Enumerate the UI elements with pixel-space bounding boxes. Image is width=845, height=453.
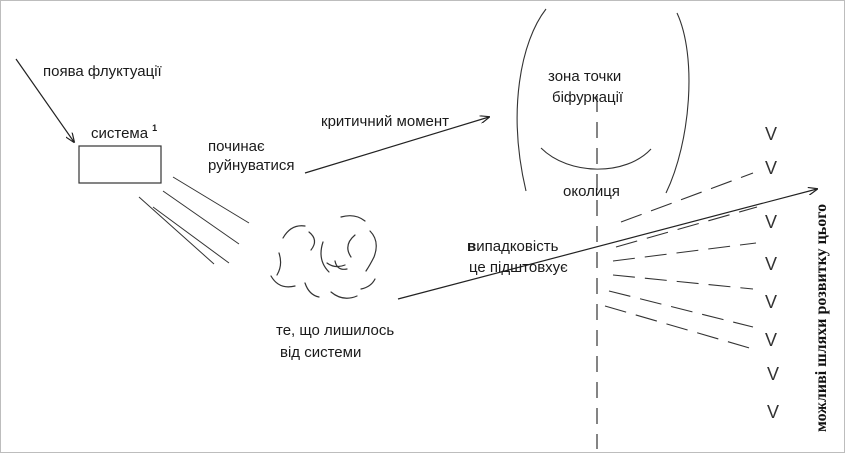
pushes-label: це підштовхує — [469, 259, 568, 276]
path-mark-3: V — [765, 212, 778, 232]
path-mark-5: V — [765, 292, 778, 312]
possible-paths-caption: можливі шляхи розвитку цього — [813, 203, 830, 432]
randomness-prefix: в — [467, 238, 477, 255]
collapse-label: руйнуватися — [208, 157, 295, 174]
path-mark-8: V — [767, 402, 780, 422]
fluctuation-arrow — [15, 58, 74, 142]
remains-label-line1: те, що лишилось — [276, 322, 395, 339]
critical-moment-arrow — [304, 117, 489, 174]
path-mark-1: V — [765, 124, 778, 144]
critical-moment-label: критичний момент — [321, 113, 450, 130]
remains-label-line2: від системи — [280, 344, 362, 361]
path-mark-4: V — [765, 254, 778, 274]
path-mark-6: V — [765, 330, 778, 350]
bifurcation-zone-bottom — [540, 147, 652, 170]
system-superscript: 1 — [152, 123, 158, 133]
possible-paths-fan — [604, 172, 758, 350]
bifurcation-zone-label: зона точки — [548, 68, 622, 85]
collapse-line-3 — [152, 206, 230, 264]
bifurcation-zone-left — [516, 8, 547, 192]
bifurcation-label: біфуркації — [552, 89, 624, 106]
collapse-line-4 — [138, 196, 215, 265]
randomness-label: випадковість — [467, 238, 558, 256]
system-remains-scribbles — [270, 215, 377, 299]
begins-label: починає — [208, 138, 265, 155]
system-label-text: система — [91, 125, 149, 142]
vicinity-label: околиця — [563, 183, 620, 200]
bifurcation-zone-right — [665, 12, 690, 194]
fluctuation-label: поява флуктуації — [43, 63, 162, 80]
collapse-line-2 — [162, 190, 240, 245]
randomness-arrow — [397, 189, 817, 300]
path-mark-7: V — [767, 364, 780, 384]
randomness-rest: ипадковість — [476, 238, 559, 255]
path-mark-2: V — [765, 158, 778, 178]
collapse-line-1 — [172, 176, 250, 224]
system-box — [78, 145, 162, 184]
